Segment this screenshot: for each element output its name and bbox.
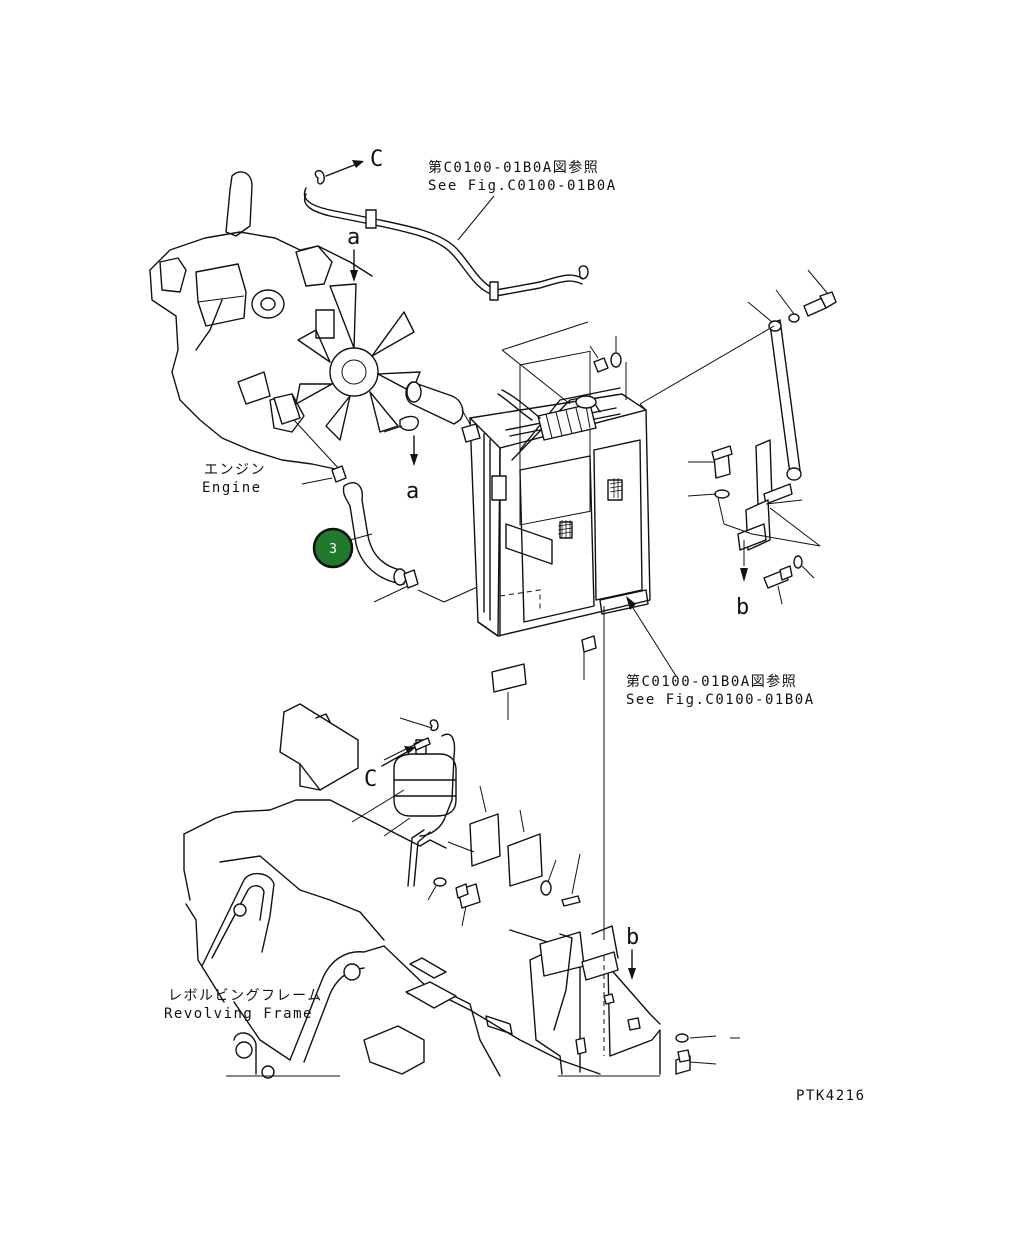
radiator-mount-pads (491, 635, 597, 720)
marker-a-top-arrow: a (347, 225, 360, 282)
revolving-frame-label: レボルビングフレーム Revolving Frame (164, 988, 323, 1022)
part-callout-3[interactable]: 3 (312, 527, 354, 569)
callout-3-leader (349, 533, 373, 541)
ref-top-jp: 第C0100-01B0A図参照 (428, 159, 599, 176)
callout-3-badge[interactable] (312, 527, 354, 569)
marker-b-low: b (626, 925, 639, 950)
hose-clamp-parts (273, 393, 419, 485)
ref-mid-en: See Fig.C0100-01B0A (626, 692, 815, 708)
frame-label-en: Revolving Frame (164, 1006, 313, 1022)
upper-hose-harness (303, 169, 589, 301)
drawing-code: PTK4216 (796, 1088, 866, 1104)
reserve-tank (351, 717, 457, 887)
engine-label: エンジン Engine (202, 462, 266, 496)
radiator-core-marks (557, 478, 623, 538)
marker-a-top: a (347, 225, 360, 250)
ref-mid-jp: 第C0100-01B0A図参照 (626, 673, 797, 690)
stay-rod (639, 301, 802, 481)
upper-pipe (405, 381, 464, 425)
reference-note-top: 第C0100-01B0A図参照 See Fig.C0100-01B0A (428, 159, 617, 241)
marker-b-low-arrow: b (626, 925, 639, 980)
marker-c-mid-arrow: C (364, 746, 416, 792)
radiator-assembly (469, 350, 651, 637)
cooling-fan (295, 283, 421, 441)
lower-radiator-hose (342, 482, 485, 603)
revolving-frame (183, 703, 661, 1079)
engine-block (149, 171, 373, 471)
marker-c-top: C (370, 147, 383, 172)
engine-label-en: Engine (202, 480, 262, 496)
marker-c-top-arrow: C (325, 147, 383, 177)
right-brackets: b (687, 439, 821, 620)
marker-a-mid: a (406, 479, 419, 504)
reference-note-mid: 第C0100-01B0A図参照 See Fig.C0100-01B0A (626, 596, 815, 708)
marker-a-mid-arrow: a (406, 435, 419, 504)
frame-label-jp: レボルビングフレーム (168, 988, 323, 1004)
stay-bolt-top (775, 269, 837, 323)
radiator-top-hardware (461, 321, 627, 443)
marker-b-right: b (736, 595, 749, 620)
frame-bolt (675, 1033, 740, 1075)
engine-label-jp: エンジン (204, 462, 266, 478)
callout-3-number: 3 (329, 542, 337, 557)
ref-top-en: See Fig.C0100-01B0A (428, 178, 617, 194)
marker-c-mid: C (364, 767, 377, 792)
tank-bracket-parts (427, 785, 581, 927)
